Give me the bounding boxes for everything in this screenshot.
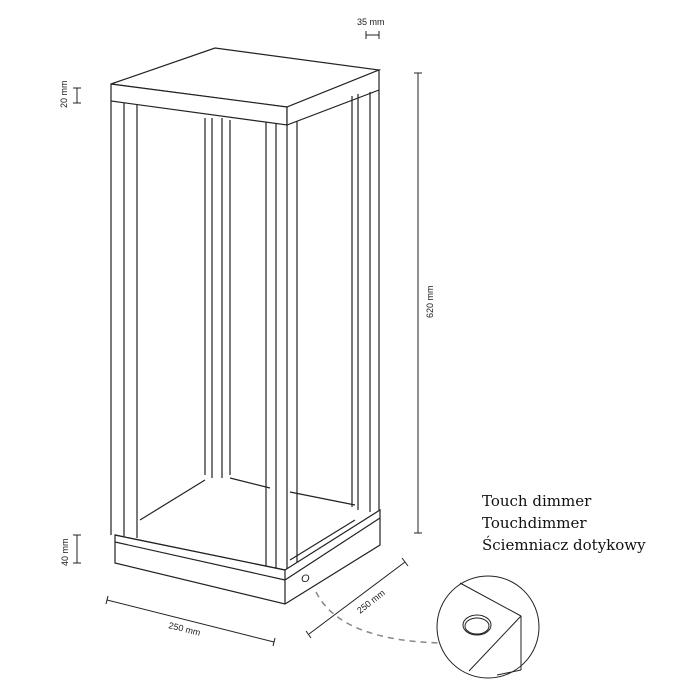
note-touch-dimmer-pl: Ściemniacz dotykowy [482, 536, 646, 554]
lamp-base [114, 508, 381, 605]
lamp-right-post [351, 90, 380, 512]
dimension-depth: 250 mm [355, 588, 387, 616]
touch-button-icon: O [301, 573, 310, 585]
lamp-back-post [204, 118, 231, 478]
lamp-left-post [110, 101, 138, 538]
lamp-inner-floor [139, 477, 356, 561]
lamp-front-post [265, 121, 298, 572]
dimension-top-height: 20 mm [59, 80, 69, 108]
dimension-total-height: 620 mm [425, 285, 435, 318]
note-touch-dimmer-de: Touchdimmer [482, 514, 587, 532]
lamp-top-cap [110, 47, 382, 126]
dimension-base-height: 40 mm [60, 538, 70, 566]
detail-leader-line [315, 591, 441, 644]
dimension-profile-width: 35 mm [357, 17, 385, 27]
touch-dimmer-detail [436, 575, 540, 679]
note-touch-dimmer-en: Touch dimmer [482, 492, 592, 510]
dimension-lines [73, 31, 422, 647]
